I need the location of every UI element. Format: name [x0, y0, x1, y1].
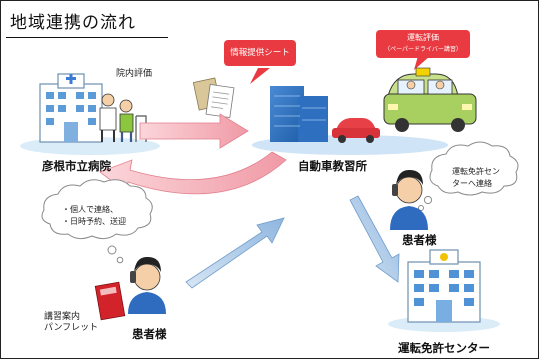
pamphlet-label: 講習案内 パンフレット: [44, 312, 98, 334]
title-underline: [6, 37, 168, 38]
driving-eval-line1: 運転評価: [407, 33, 439, 42]
callout-tail: [250, 68, 270, 84]
cloud-left-line2: ・日時予約、送迎: [62, 217, 126, 226]
page-title: 地域連携の流れ: [10, 13, 136, 33]
license-center-label: 運転免許センター: [398, 341, 490, 355]
cloud-left-line1: ・個人で連絡、: [62, 205, 118, 214]
patient-left-illustration: [128, 256, 166, 314]
info-sheet-label: 情報提供シート: [230, 48, 290, 58]
cloud-right-line2: ターへ連絡: [452, 179, 492, 188]
patient-right-label: 患者様: [402, 233, 437, 247]
pamphlet-line2: パンフレット: [44, 323, 99, 333]
callout-tail: [414, 56, 430, 70]
driving-eval-callout: 運転評価 （ペーパードライバー講習）: [376, 30, 470, 58]
hospital-illustration: [20, 73, 160, 155]
thought-cloud-left: [41, 179, 153, 264]
info-sheet-callout: 情報提供シート: [224, 40, 296, 66]
pamphlet-icon: [94, 281, 126, 321]
pamphlet-line1: 講習案内: [44, 312, 81, 322]
thought-cloud-right: [418, 141, 519, 211]
patient-right-illustration: [390, 169, 428, 230]
document-icon: [192, 77, 235, 118]
arrow-patient-to-school: [185, 217, 285, 289]
license-center-illustration: [388, 249, 500, 332]
hospital-note: 院内評価: [116, 69, 153, 79]
cloud-left-text: ・個人で連絡、 ・日時予約、送迎: [62, 204, 126, 228]
arrow-school-to-license-center: [349, 195, 400, 283]
arrow-hospital-to-school: [139, 113, 249, 149]
driving-school-illustration: [252, 67, 477, 155]
cloud-right-line1: 運転免許セン: [452, 167, 500, 176]
driving-school-label: 自動車教習所: [298, 159, 367, 173]
cloud-right-text: 運転免許セン ターへ連絡: [452, 166, 500, 190]
patient-left-label: 患者様: [132, 327, 167, 341]
hospital-label: 彦根市立病院: [42, 159, 111, 173]
driving-eval-line2: （ペーパードライバー講習）: [384, 46, 462, 53]
